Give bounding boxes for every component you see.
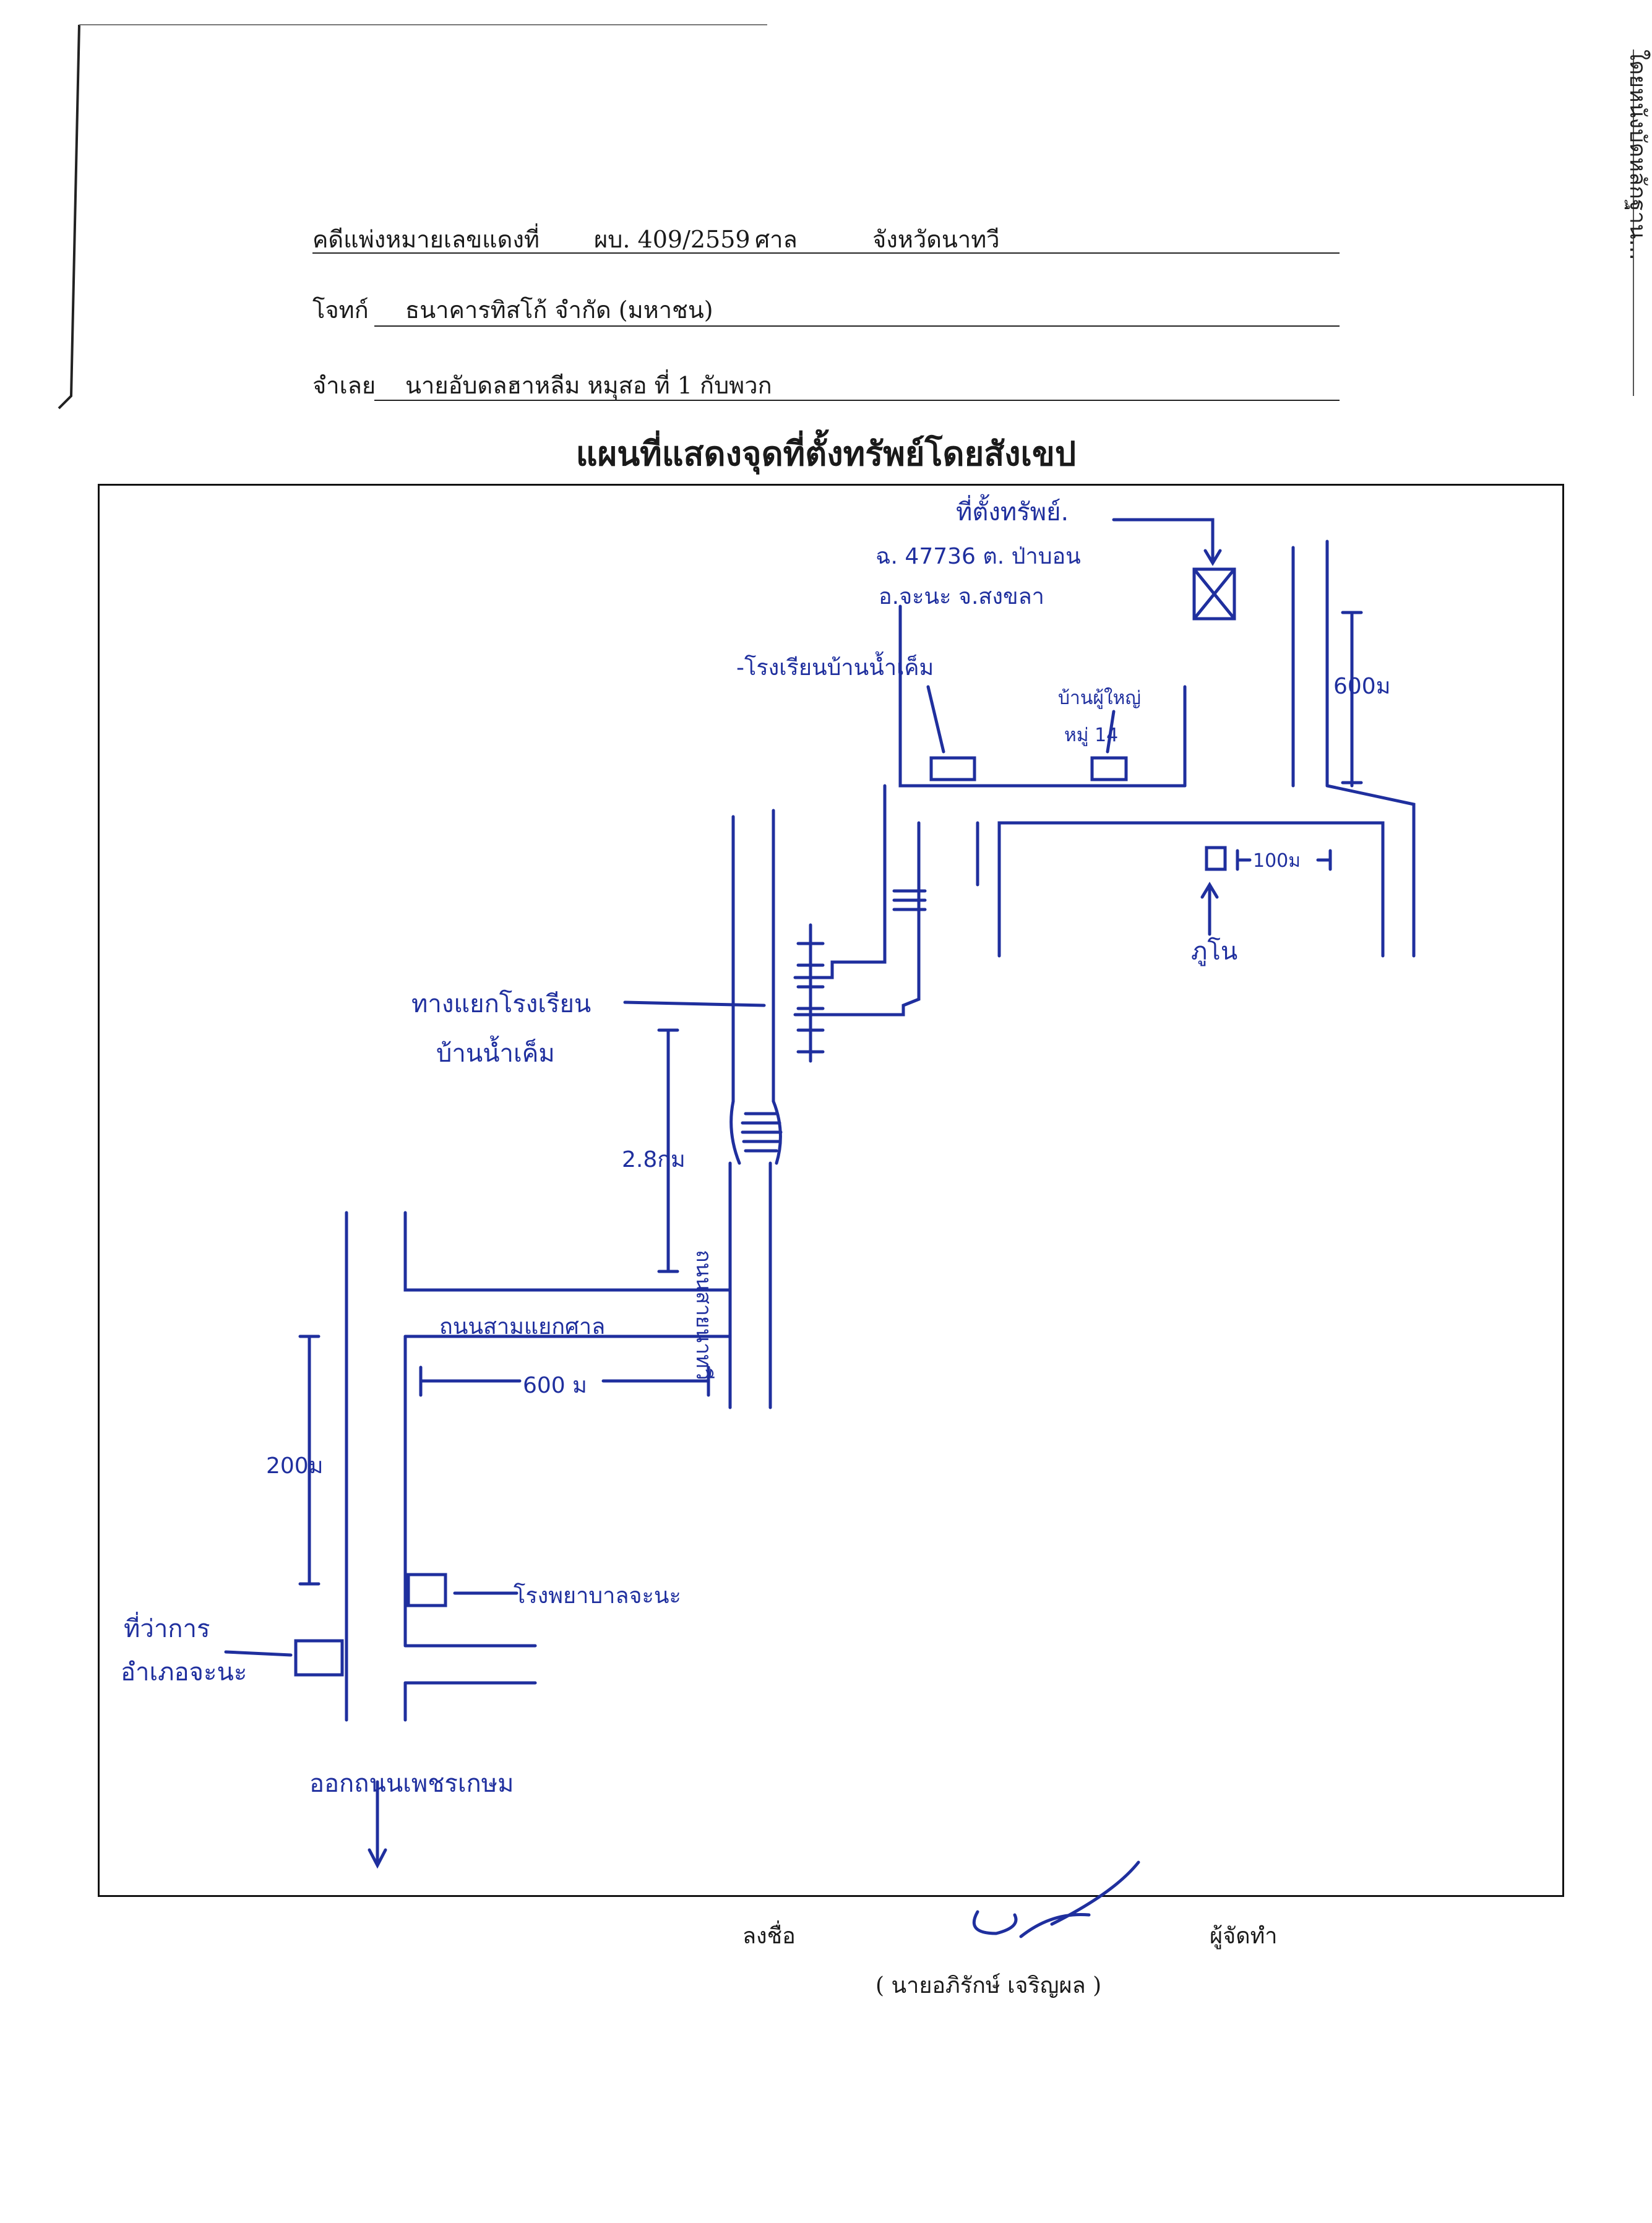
headman-label-2: หมู่ 14	[1064, 725, 1119, 746]
distance-2-8km: 2.8กม	[622, 1147, 686, 1172]
distance-100m: 100ม	[1253, 850, 1301, 872]
arrow-down-icon	[368, 1780, 387, 1869]
distance-600m-left: 600 ม	[523, 1373, 587, 1398]
defendant-underline	[374, 400, 1340, 401]
plaintiff-underline	[374, 325, 1340, 327]
school-label: -โรงเรียนบ้านน้ำเค็ม	[736, 655, 934, 681]
district-line: อ.จะนะ จ.สงขลา	[879, 584, 1044, 609]
district-office-label-1: ที่ว่าการ	[124, 1615, 210, 1643]
side-stamp-text: ใดยหนังบัดหลักฐาน...	[1625, 49, 1650, 260]
court-name: จังหวัดนาทวี	[872, 226, 1000, 253]
side-stamp: ใดยหนังบัดหลักฐาน...	[1615, 49, 1652, 396]
junction-label-1: ทางแยกโรงเรียน	[411, 990, 592, 1018]
sign-label: ลงชื่อ	[742, 1924, 796, 1949]
exit-label: ออกถนนเพชรเกษม	[309, 1769, 514, 1798]
defendant-name: นายอับดลฮาหลีม หมุสอ ที่ 1 กับพวก	[405, 372, 772, 399]
property-marker-icon	[1192, 567, 1236, 621]
case-underline	[312, 252, 1340, 254]
main-road-label: ถนนสายนาทวี	[691, 1250, 716, 1380]
deed-line: ฉ. 47736 ต. ป่าบอน	[875, 544, 1081, 569]
distance-200m: 200ม	[266, 1453, 324, 1479]
property-label: ที่ตั้งทรัพย์.	[956, 498, 1069, 527]
signer-name: ( นายอภิรักษ์ เจริญผล )	[875, 1973, 1102, 1998]
map-frame	[98, 484, 1564, 1897]
map-title: แผนที่แสดงจุดที่ตั้งทรัพย์โดยสังเขป	[575, 434, 1077, 473]
headman-label-1: บ้านผู้ใหญ่	[1058, 687, 1141, 709]
pond-label: ภูโน	[1191, 937, 1238, 966]
signer-role: ผู้จัดทำ	[1210, 1924, 1278, 1949]
case-number: ผบ. 409/2559	[594, 226, 751, 253]
hospital-label: โรงพยาบาลจะนะ	[514, 1583, 681, 1609]
case-label: คดีแพ่งหมายเลขแดงที่	[312, 226, 540, 253]
defendant-label: จำเลย	[312, 372, 376, 399]
junction-label-2: บ้านน้ำเค็ม	[436, 1039, 555, 1068]
plaintiff-name: ธนาคารทิสโก้ จำกัด (มหาชน)	[405, 296, 713, 324]
plaintiff-label: โจทก์	[312, 296, 369, 324]
distance-600m-right: 600ม	[1333, 674, 1391, 699]
court-label: ศาล	[755, 226, 798, 253]
side-road-label: ถนนสามแยกศาล	[439, 1314, 606, 1339]
district-office-label-2: อำเภอจะนะ	[121, 1658, 247, 1687]
